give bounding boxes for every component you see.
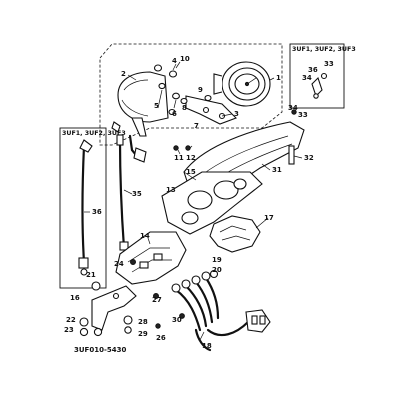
inset-left-cable-36 (78, 139, 93, 276)
callout-22: 22 (66, 316, 76, 324)
harness-connector (194, 309, 271, 352)
inset-top-right-frame (289, 43, 345, 109)
callout-24: 24 (114, 260, 124, 268)
callout-12: 12 (186, 154, 196, 162)
callout-18: 18 (202, 342, 212, 350)
callout-21: 21 (86, 271, 96, 279)
lower-housing (115, 231, 187, 285)
bulb-sockets (171, 269, 220, 332)
inset-left-label: 3UF1, 3UF2, 3UF3 (62, 130, 126, 137)
meter-panel (161, 171, 263, 235)
callout-11: 11 (174, 154, 184, 162)
callout-31: 31 (272, 166, 282, 174)
inset-top-right-label: 3UF1, 3UF2, 3UF3 (292, 46, 356, 53)
callout-1: 1 (276, 74, 281, 82)
inset-top-right-part (311, 72, 328, 99)
callout-16: 16 (70, 294, 80, 302)
callout-26: 26 (156, 334, 166, 342)
callout-19: 19 (212, 256, 222, 264)
callout-30: 30 (172, 316, 182, 324)
lower-bracket (79, 281, 137, 337)
assembly-group-frame (99, 43, 283, 146)
callout-3: 3 (234, 110, 239, 118)
drawing-code: 3UF010-5430 (74, 346, 126, 354)
callout-35: 35 (132, 190, 142, 198)
callout-20: 20 (212, 266, 222, 274)
gauge-bracket (185, 95, 237, 125)
callout-8: 8 (182, 104, 187, 112)
inset-left-frame (59, 127, 107, 289)
callout-4: 4 (172, 57, 177, 65)
callout-6: 6 (172, 110, 177, 118)
callout-9: 9 (198, 86, 203, 94)
callout-29: 29 (138, 330, 148, 338)
screws (130, 109, 297, 329)
callout-34: 34 (288, 104, 298, 112)
callout-27: 27 (152, 296, 162, 304)
callout-33: 33 (298, 111, 308, 119)
meter-face (209, 215, 261, 253)
callout-13: 13 (166, 186, 176, 194)
callout-2: 2 (121, 70, 126, 78)
callout-23: 23 (64, 326, 74, 334)
callout-36: 36 (92, 208, 102, 216)
callout-28: 28 (138, 318, 148, 326)
leader-lines (84, 61, 303, 341)
callout-10: 10 (180, 55, 190, 63)
callout-5: 5 (154, 102, 159, 110)
pin-32 (288, 145, 295, 165)
callout-15: 15 (186, 168, 196, 176)
housing-cable (111, 121, 147, 163)
callout-36-inset: 36 (308, 66, 318, 74)
grommets (153, 64, 212, 116)
speedometer-housing (117, 71, 169, 137)
callout-33-inset: 33 (324, 60, 334, 68)
meter-cable-35 (116, 134, 129, 251)
callout-17: 17 (264, 214, 274, 222)
callout-7: 7 (194, 122, 199, 130)
speedometer-gauge (213, 61, 271, 107)
callout-32: 32 (304, 154, 314, 162)
callout-14: 14 (140, 232, 150, 240)
callout-34-inset: 34 (302, 74, 312, 82)
